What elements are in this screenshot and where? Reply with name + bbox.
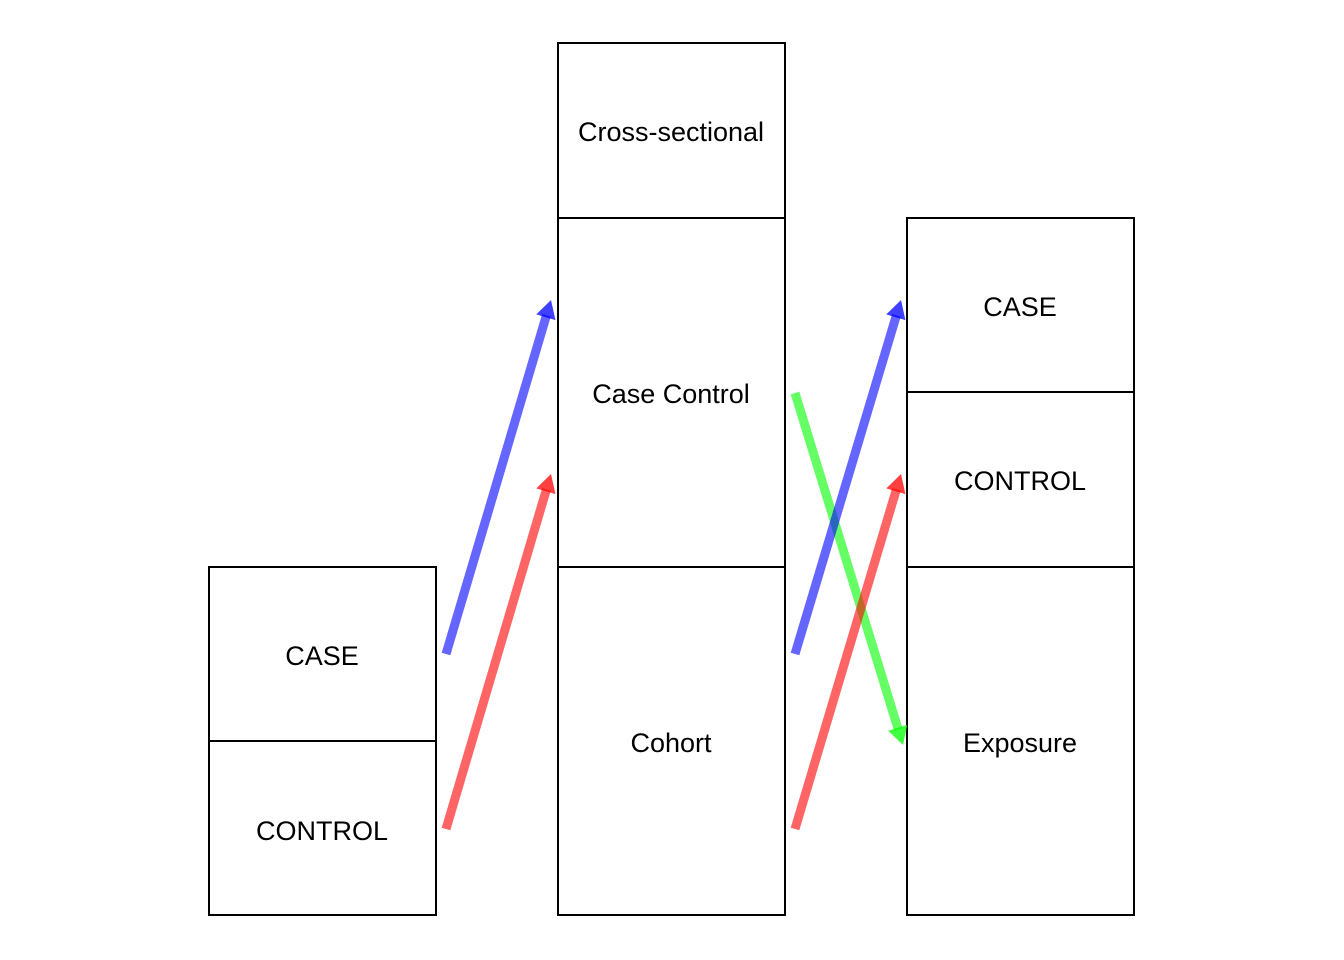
arrow-cohort-to-right-case [790, 300, 906, 656]
arrow-shaft [441, 314, 551, 656]
left-case-label: CASE [285, 641, 359, 671]
arrow-cohort-to-right-control [790, 474, 906, 831]
left-control-box [208, 740, 437, 916]
arrow-left-case-to-case-control [441, 300, 556, 656]
cohort-label: Cohort [630, 728, 712, 758]
arrows-layer [441, 300, 908, 831]
arrow-head [886, 300, 906, 321]
arrow-shaft [441, 488, 551, 831]
cross-sectional-box [557, 42, 786, 219]
case-control-box [557, 217, 786, 568]
arrow-shaft [790, 488, 901, 831]
left-control-label: CONTROL [256, 816, 388, 846]
arrow-shaft [790, 391, 903, 732]
case-control-label: Case Control [592, 379, 750, 409]
arrow-head [536, 300, 556, 321]
exposure-box [906, 566, 1135, 916]
left-column: CASE CONTROL [208, 566, 437, 916]
middle-column: Cross-sectional Case Control Cohort [557, 42, 786, 916]
right-case-box [906, 217, 1135, 393]
arrow-shaft [790, 314, 901, 656]
arrow-case-control-to-exposure [790, 391, 908, 745]
right-case-label: CASE [983, 292, 1057, 322]
cross-sectional-label: Cross-sectional [578, 117, 764, 147]
cohort-box [557, 566, 786, 916]
arrow-left-control-to-case-control [441, 474, 556, 831]
left-case-box [208, 566, 437, 742]
exposure-label: Exposure [963, 728, 1077, 758]
arrow-head [536, 474, 556, 495]
arrow-head [886, 474, 906, 495]
right-column: CASE CONTROL Exposure [906, 217, 1135, 916]
arrow-head [888, 724, 908, 745]
right-control-label: CONTROL [954, 466, 1086, 496]
